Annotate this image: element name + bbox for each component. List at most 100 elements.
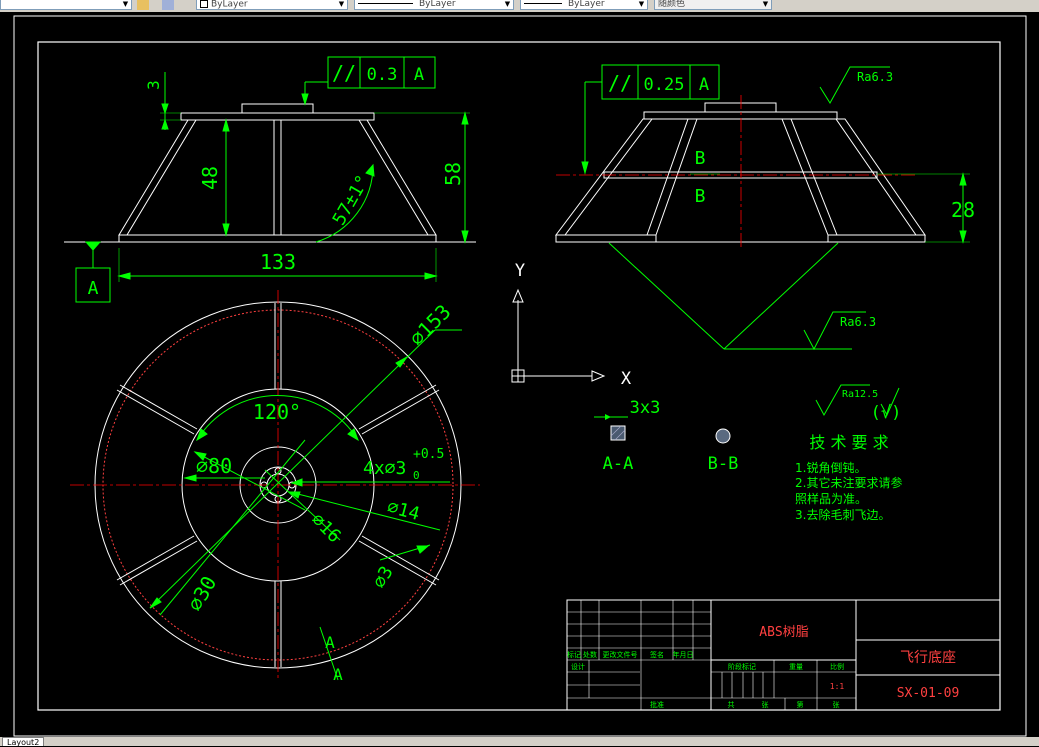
datum-box	[75, 267, 111, 303]
front-view	[64, 103, 476, 243]
tech-item-1: 1.锐角倒钝。	[795, 461, 866, 475]
linetype-value: ByLayer	[419, 0, 456, 9]
arrow-icon	[222, 118, 230, 132]
dim-28-text: 28	[951, 198, 975, 222]
tb-bili: 比例	[830, 662, 844, 671]
tb-gong: 共	[728, 700, 735, 709]
chevron-down-icon[interactable]: ▼	[504, 0, 511, 8]
tb-pizhun: 批准	[650, 700, 664, 709]
side-rib-right	[781, 118, 838, 236]
drawing-no-text: SX-01-09	[897, 686, 960, 701]
tb-gengai: 更改文件号	[603, 650, 638, 659]
side-rim-left	[555, 234, 657, 243]
title-block-text: ABS树脂 飞行底座 SX-01-09 1:1 标记 处数 更改文件号 签名 年…	[567, 625, 959, 709]
chevron-down-icon[interactable]: ▼	[338, 0, 345, 8]
roughness-leader	[608, 242, 725, 350]
layer-combo[interactable]: ▼	[0, 0, 132, 10]
section-b-bottom: B	[695, 186, 706, 207]
layer-previous-icon[interactable]	[162, 0, 174, 10]
tb-di: 第	[797, 700, 804, 709]
arrow-icon	[365, 163, 375, 177]
dim-80-text: ⌀80	[196, 454, 232, 478]
section-aa-square	[610, 425, 626, 441]
layout-tabbar: Layout2	[0, 737, 1039, 747]
roughness-bottom-text: Ra6.3	[840, 315, 876, 329]
model-background	[0, 12, 1039, 737]
chevron-down-icon[interactable]: ▼	[762, 0, 769, 8]
front-dimensions	[84, 72, 470, 282]
dim-holes-tol2: 0	[413, 469, 420, 482]
plotstyle-combo[interactable]: 随颜色▼	[654, 0, 772, 10]
roughness-symbol-icon	[819, 66, 890, 104]
roughness-general-note: (√)	[871, 403, 902, 423]
lineweight-sample-icon	[524, 3, 562, 4]
lineweight-value: ByLayer	[568, 0, 605, 9]
arrow-icon	[117, 272, 131, 280]
linetype-sample-icon	[358, 3, 413, 4]
parallelism-symbol: //	[332, 61, 356, 85]
tb-sheji: 设计	[571, 662, 585, 671]
dim-holes-text: 4x⌀3	[363, 458, 406, 479]
tb-zhongliang: 重量	[789, 663, 803, 671]
chevron-down-icon[interactable]: ▼	[638, 0, 645, 8]
side-gdt-frame	[601, 64, 720, 100]
arrow-icon	[424, 272, 438, 280]
tech-item-4: 3.去除毛刺飞边。	[795, 507, 890, 522]
arrow-icon	[287, 491, 301, 499]
dim153-line	[149, 329, 436, 609]
arrow-icon	[161, 103, 169, 115]
part-name-text: 飞行底座	[900, 650, 956, 666]
section-aa	[594, 414, 628, 441]
side-rim-right	[827, 234, 926, 243]
parallelism-datum: A	[699, 75, 709, 95]
color-swatch-icon	[200, 0, 208, 8]
color-combo[interactable]: ByLayer ▼	[196, 0, 348, 10]
properties-toolbar: ▼ ByLayer ▼ ByLayer ▼ ByLayer ▼ 随颜色▼	[0, 0, 1039, 13]
arrow-icon	[581, 161, 589, 175]
arrow-icon	[416, 545, 430, 554]
section-a-bottom: A	[333, 665, 343, 684]
roughness-symbol-icon	[815, 384, 870, 417]
tab-layout2[interactable]: Layout2	[2, 737, 45, 747]
arrow-icon	[183, 474, 197, 482]
roughness-top-text: Ra6.3	[857, 70, 893, 84]
dim-48-text: 48	[198, 166, 222, 190]
dim30-line	[159, 439, 306, 616]
section-aa-label: A-A	[603, 454, 634, 474]
spokes	[116, 303, 440, 667]
dim-holes-tol: +0.5	[413, 447, 444, 462]
dim16-leader	[264, 469, 341, 541]
arrow-icon	[959, 230, 967, 244]
section-a-line	[319, 626, 339, 681]
tb-riqi: 年月日	[673, 650, 694, 659]
top-dimensions	[149, 329, 462, 681]
arrow-icon	[290, 478, 303, 487]
arrow-icon	[161, 118, 169, 130]
ucs-icon	[511, 288, 606, 383]
section-bb-circle	[715, 428, 731, 444]
arrow-icon	[222, 223, 230, 237]
roughness-general-value: Ra12.5	[842, 389, 878, 400]
dim14-leader	[289, 491, 441, 531]
arrow-icon	[301, 93, 309, 106]
linetype-combo[interactable]: ByLayer ▼	[354, 0, 514, 10]
arrow-icon	[347, 428, 359, 442]
tb-jieduan: 阶段标记	[728, 662, 756, 671]
section-b-top: B	[695, 148, 706, 169]
datum-label: A	[88, 278, 99, 299]
color-value: ByLayer	[211, 0, 248, 10]
side-leg-right	[835, 118, 926, 236]
tb-zhang2: 张	[833, 700, 840, 709]
arrow-icon	[149, 597, 162, 609]
lineweight-combo[interactable]: ByLayer ▼	[520, 0, 648, 10]
side-annotations	[581, 66, 970, 351]
arrow-icon	[196, 428, 208, 442]
section-aa-dim: 3x3	[630, 398, 661, 418]
dim-120-text: 120°	[253, 400, 301, 424]
chevron-down-icon[interactable]: ▼	[122, 0, 129, 8]
ucs-y-label: Y	[515, 261, 525, 281]
parallelism-value: 0.25	[644, 75, 685, 95]
parallelism-datum: A	[414, 65, 424, 85]
layer-state-icon[interactable]	[137, 0, 149, 10]
